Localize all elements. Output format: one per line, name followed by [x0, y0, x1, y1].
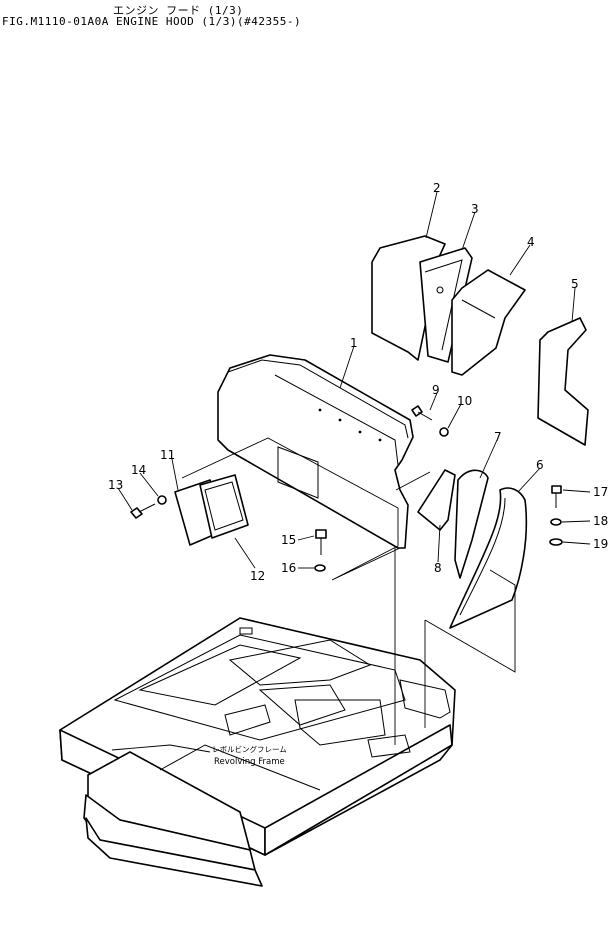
callout-15: 15: [281, 533, 296, 547]
bolt-13: [130, 503, 156, 519]
engine-hood-main: [217, 354, 414, 549]
side-panel-5: [537, 317, 589, 446]
callout-7: 7: [494, 430, 502, 444]
bolt-17: [551, 485, 562, 508]
callout-5: 5: [571, 277, 579, 291]
callout-18: 18: [593, 514, 608, 528]
side-cover-6: [449, 487, 528, 629]
bolt-15: [315, 529, 327, 555]
figure-title-japanese: エンジン フード (1/3): [113, 4, 244, 17]
leader-lines: [111, 191, 591, 753]
callout-16: 16: [281, 561, 296, 575]
callout-4: 4: [527, 235, 535, 249]
washer-19: [549, 538, 563, 546]
callout-11: 11: [160, 448, 175, 462]
frame-label-japanese: レボルビングフレーム: [212, 744, 287, 754]
callout-13: 13: [108, 478, 123, 492]
callout-19: 19: [593, 537, 608, 551]
frame-label: Revolving Frame: [214, 757, 285, 767]
callout-12: 12: [250, 569, 265, 583]
callout-9: 9: [432, 383, 440, 397]
washer-10: [439, 427, 449, 437]
bolt-9: [411, 405, 433, 421]
callout-3: 3: [471, 202, 479, 216]
callout-10: 10: [457, 394, 472, 408]
washer-14: [157, 495, 167, 505]
washer-16: [314, 564, 326, 572]
side-plate-7: [454, 469, 489, 579]
cover-plate-8: [417, 469, 456, 531]
callout-8: 8: [434, 561, 442, 575]
hood-cover-4: [451, 269, 526, 376]
revolving-frame: [59, 617, 456, 887]
callout-numbers: 1 2 3 4 5 6 7 8 9 10 11 12 13 14 15 16 1…: [108, 181, 608, 583]
callout-14: 14: [131, 463, 146, 477]
callout-6: 6: [536, 458, 544, 472]
callout-1: 1: [350, 336, 358, 350]
callout-17: 17: [593, 485, 608, 499]
assembly-lines: [181, 437, 516, 745]
figure-title: FIG.M1110-01A0A ENGINE HOOD (1/3)(#42355…: [2, 15, 302, 28]
nut-18: [550, 518, 562, 526]
gasket-12: [199, 474, 249, 539]
callout-2: 2: [433, 181, 441, 195]
